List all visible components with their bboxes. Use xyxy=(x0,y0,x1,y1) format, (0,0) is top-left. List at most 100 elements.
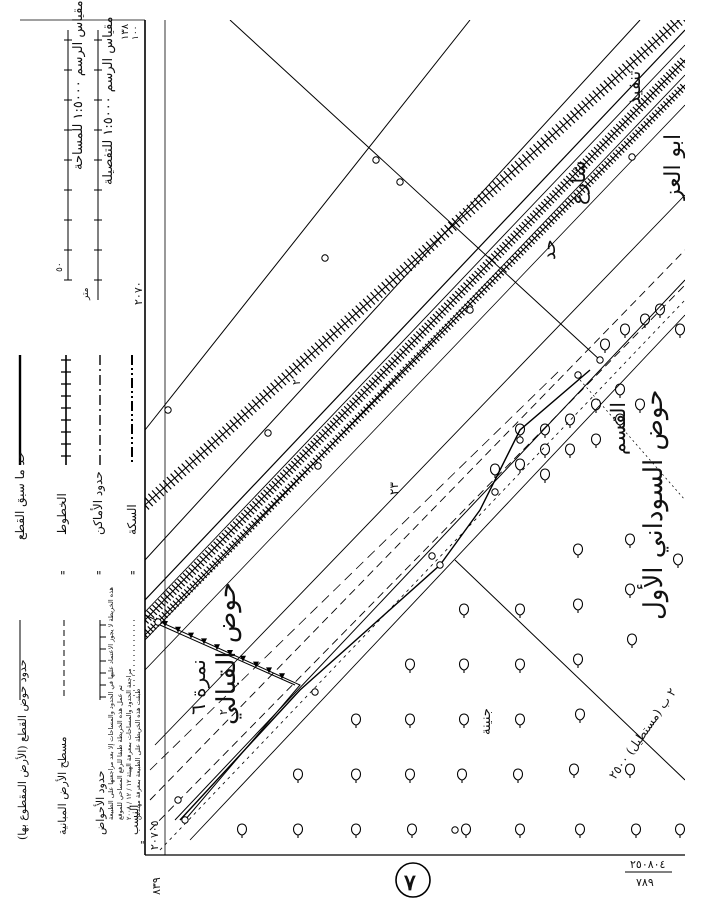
railway-tie xyxy=(444,224,454,235)
railway-tie xyxy=(214,432,224,443)
railway-tie xyxy=(660,77,669,86)
railway-tie xyxy=(267,503,275,510)
railway-tie xyxy=(170,473,180,483)
tree-icon xyxy=(458,713,470,728)
railway-tie xyxy=(666,23,676,33)
survey-point xyxy=(396,178,404,186)
railway-tie xyxy=(332,437,339,445)
scale-end-label: ٥٠ xyxy=(55,262,65,272)
railway-tie xyxy=(252,500,261,509)
railway-tie xyxy=(221,426,231,436)
survey-point xyxy=(628,153,636,161)
railway-tie xyxy=(172,600,180,607)
railway-tie xyxy=(576,189,583,196)
railway-tie xyxy=(542,223,550,231)
railway-tie xyxy=(413,333,422,342)
railway-tie xyxy=(470,201,480,211)
railway-tie xyxy=(587,177,594,185)
railway-tie xyxy=(335,434,342,442)
survey-point xyxy=(596,356,604,364)
railway-tie xyxy=(592,172,600,179)
legend-label: مسطح الأرض المبانية xyxy=(55,736,69,835)
railway-tie xyxy=(256,514,264,522)
railway-tie xyxy=(429,238,439,248)
railway-tie xyxy=(646,118,653,125)
note-line: مراجعة الحدود والمساحات بمعرفة الهيئة ١٢… xyxy=(125,668,133,820)
railway-tie xyxy=(536,140,546,151)
triangle-boundary xyxy=(145,614,301,821)
railway-tie xyxy=(588,152,597,161)
survey-point xyxy=(321,254,329,262)
railway-tie xyxy=(540,137,550,147)
railway-tie xyxy=(621,117,630,126)
railway-tie xyxy=(590,149,599,158)
railway-tie xyxy=(260,492,269,501)
railway-tie xyxy=(533,143,542,154)
railway-tie xyxy=(407,258,417,268)
railway-tie xyxy=(647,39,657,50)
railway-tie xyxy=(615,123,624,132)
diag-line xyxy=(145,104,685,671)
railway-tie xyxy=(458,211,468,221)
tree-icon xyxy=(654,303,666,318)
railway-tie xyxy=(235,518,244,527)
railway-tie xyxy=(655,33,665,43)
sheet-fraction: ٢٥٠٨٠٤ ٧٨٩ xyxy=(625,858,672,889)
railway-tie xyxy=(315,434,324,443)
railway-tie xyxy=(214,557,222,565)
railway-tie xyxy=(145,504,150,510)
railway-tie xyxy=(251,520,258,527)
railway-tie xyxy=(363,406,370,413)
tree-icon xyxy=(514,658,526,673)
railway-tie xyxy=(657,106,664,114)
tree-icon xyxy=(590,398,602,413)
railway-tie xyxy=(296,359,305,369)
railway-tie xyxy=(625,60,635,70)
railway-tie xyxy=(279,491,286,499)
railway-tie xyxy=(185,570,194,578)
railway-tie xyxy=(503,263,510,271)
railway-tie xyxy=(662,100,670,108)
railway-tie xyxy=(248,523,255,530)
tree-icon xyxy=(572,543,584,558)
railway-tie xyxy=(551,189,560,198)
parcel-path xyxy=(179,369,591,821)
railway-tie xyxy=(612,152,620,159)
railway-tie xyxy=(471,273,480,282)
railway-tie xyxy=(404,342,413,351)
railway-tie xyxy=(393,374,401,382)
railway-tie xyxy=(270,382,280,393)
railway-strip xyxy=(145,57,685,624)
railway-tie xyxy=(221,532,230,541)
railway-tie xyxy=(215,538,224,547)
railway-tie xyxy=(557,184,566,192)
railway-tie xyxy=(499,244,508,253)
railway-tie xyxy=(298,471,306,479)
railway-tie xyxy=(414,251,424,262)
railway-tie xyxy=(679,57,685,64)
tree-icon xyxy=(539,423,551,438)
zone-number: ٢ xyxy=(217,709,230,715)
railway-tie xyxy=(318,451,325,459)
railway-tie xyxy=(640,123,648,131)
railway-tie xyxy=(161,611,168,619)
railway-tie xyxy=(357,411,365,419)
railway-tie xyxy=(374,374,383,383)
railway-tie xyxy=(379,368,388,377)
railway-tie xyxy=(540,201,549,210)
survey-point xyxy=(451,826,459,834)
railway-tie xyxy=(424,322,433,331)
strip-note: ٢ ب (مستطيل) ٢٥٠٠ xyxy=(606,686,679,782)
tree-icon xyxy=(674,823,685,838)
railway-tie xyxy=(329,420,338,429)
railway-tie xyxy=(304,466,311,473)
railway-tie xyxy=(188,567,197,575)
railway-tie xyxy=(173,469,183,480)
tree-icon xyxy=(572,598,584,613)
railway-tie xyxy=(292,362,302,373)
railway-tie xyxy=(338,411,347,420)
tree-icon xyxy=(599,338,611,353)
railway-tie xyxy=(599,141,608,149)
railway-tie xyxy=(462,207,472,218)
railway-tie xyxy=(606,157,614,165)
